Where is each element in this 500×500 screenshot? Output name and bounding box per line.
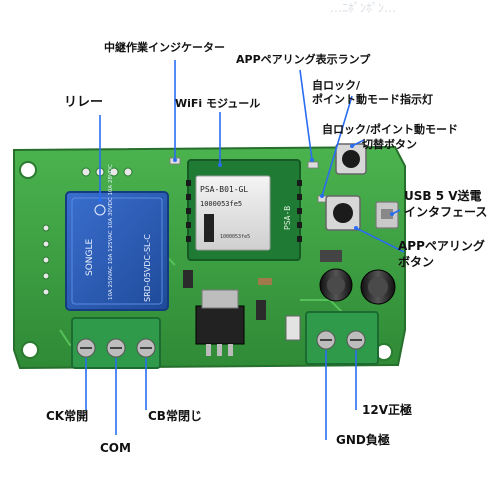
- tact-buttons: [325, 143, 367, 231]
- wifi-code-text: 1000053fe5: [220, 234, 250, 240]
- label-cb: CB常閉じ: [148, 409, 202, 423]
- label-ck: CK常開: [46, 409, 89, 423]
- leader-lines: [85, 60, 405, 440]
- mounting-holes: [19, 161, 393, 361]
- label-usb-2: インタフェース: [404, 205, 488, 219]
- relay-model: SRD-05VDC-SL-C: [143, 234, 152, 302]
- relay-brand: SONGLE: [85, 238, 95, 276]
- label-com: COM: [100, 441, 131, 455]
- label-self-lock-indicator-2: ポイント動モード指示灯: [312, 93, 433, 106]
- label-12v: 12V正極: [362, 403, 412, 417]
- label-mode-switch-2: 切替ボタン: [362, 138, 417, 151]
- capacitors: [319, 268, 396, 305]
- wifi-model-text: PSA-B01-GL: [200, 185, 248, 194]
- label-wifi-module: WiFi モジュール: [175, 97, 261, 110]
- relay-ratings: 10A 250VAC 10A 125VAC 10A 30VDC 10A 28VD…: [108, 164, 114, 300]
- usb-port: [375, 201, 399, 229]
- wifi-side-text: PSA-B: [283, 206, 292, 230]
- label-gnd: GND負極: [336, 433, 390, 447]
- header-fragment: …ﾆﾎﾟﾝﾎﾟﾝ…: [330, 1, 396, 15]
- label-app-pairing-lamp: APPペアリング表示ランプ: [236, 53, 371, 66]
- label-app-button-1: APPペアリング: [398, 239, 485, 253]
- small-components: [183, 250, 342, 341]
- power-terminal-block: [305, 311, 379, 365]
- regulator: [195, 289, 245, 356]
- label-self-lock-indicator-1: 自ロック/: [312, 79, 361, 92]
- wifi-id-text: 1000053fe5: [200, 200, 242, 208]
- label-app-button-2: ボタン: [398, 255, 435, 269]
- label-mode-switch-1: 自ロック/ポイント動モード: [322, 123, 459, 136]
- relay: SONGLE 10A 250VAC 10A 125VAC 10A 30VDC 1…: [65, 164, 169, 311]
- label-relay: リレー: [64, 95, 104, 110]
- relay-terminal-block: [71, 317, 161, 369]
- wifi-module: PSA-B01-GL 1000053fe5 1000053fe5 PSA-B: [186, 159, 302, 261]
- leader-dots: [98, 144, 394, 230]
- label-usb-1: USB 5 V送電: [404, 189, 482, 203]
- label-indicator: 中継作業インジケーター: [104, 41, 225, 54]
